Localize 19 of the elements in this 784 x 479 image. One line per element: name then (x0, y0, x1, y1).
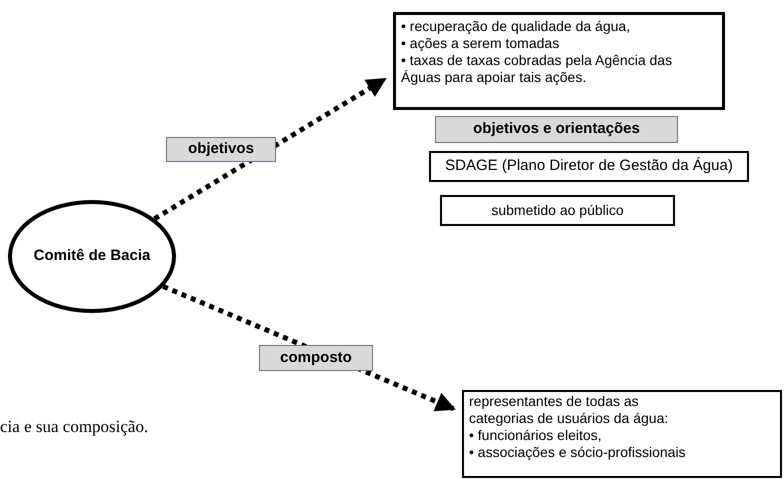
node-text: SDAGE (Plano Diretor de Gestão da Água) (445, 156, 733, 176)
node-text: submetido ao público (491, 201, 624, 220)
text-box (393, 12, 725, 110)
node-text: • funcionários eleitos, (469, 427, 603, 444)
node-text: • associações e sócio-profissionais (469, 444, 687, 461)
node-text: • recuperação de qualidade da água, (401, 18, 632, 35)
node-text: Comitê de Bacia (34, 246, 150, 266)
text-box (462, 390, 782, 478)
edge-label: objetivos (166, 137, 276, 162)
dotted-arrow (153, 76, 387, 221)
node-text: • ações a serem tomadas (401, 35, 560, 52)
node-text: • taxas de taxas cobradas pela Agência das Águas para apoiar tais ações. (401, 52, 674, 86)
node-text: representantes de todas as categorias de usuários da água: (469, 393, 670, 427)
heading-box (435, 116, 678, 143)
edge-label: composto (259, 345, 373, 371)
text-box (440, 195, 675, 226)
caption-text: cia e sua composição. (0, 416, 148, 438)
text-box (429, 151, 749, 182)
node-text: objetivos e orientações (473, 119, 640, 140)
